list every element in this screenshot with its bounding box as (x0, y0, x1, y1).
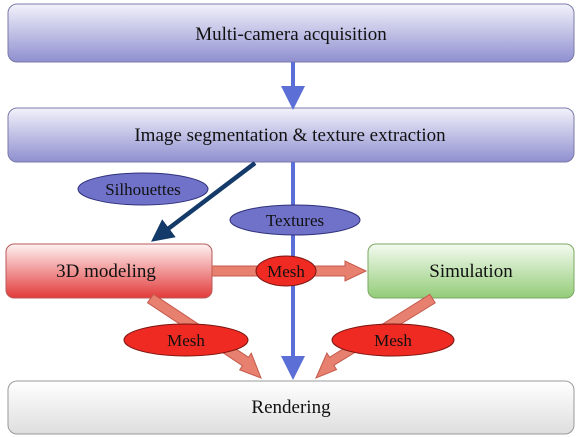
simulation-box: Simulation (367, 243, 575, 299)
rendering-box-label: Rendering (251, 397, 331, 418)
mesh-model-to-sim-tag: Mesh (255, 255, 317, 287)
mesh-sim-to-render-tag-label: Mesh (374, 331, 412, 350)
modeling-box-label: 3D modeling (56, 261, 156, 282)
textures-tag-label: Textures (266, 211, 324, 230)
silhouettes-tag: Silhouettes (77, 172, 209, 206)
silhouettes-tag-label: Silhouettes (105, 180, 181, 199)
mesh-model-to-sim-tag-label: Mesh (267, 262, 305, 281)
acquisition-box-label: Multi-camera acquisition (195, 24, 387, 45)
segmentation-box: Image segmentation & texture extraction (7, 107, 575, 163)
mesh-model-to-render-tag: Mesh (123, 323, 249, 357)
rendering-box: Rendering (7, 380, 575, 435)
acquisition-box: Multi-camera acquisition (7, 3, 575, 63)
silhouettes-arrow (151, 161, 257, 242)
simulation-box-label: Simulation (429, 261, 513, 282)
segmentation-box-label: Image segmentation & texture extraction (134, 125, 446, 146)
textures-tag: Textures (229, 204, 361, 236)
mesh-sim-to-render-tag: Mesh (331, 323, 455, 357)
modeling-box: 3D modeling (5, 243, 213, 299)
mesh-model-to-render-tag-label: Mesh (167, 331, 205, 350)
